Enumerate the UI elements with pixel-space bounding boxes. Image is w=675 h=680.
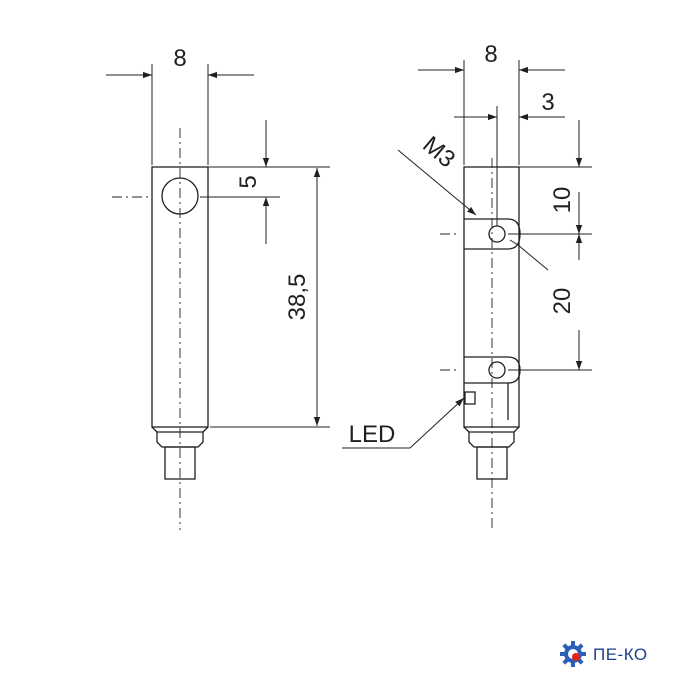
left-length-dimension [210, 166, 330, 428]
logo-text: ПЕ-КО [593, 645, 648, 664]
right-cable-neck [463, 426, 520, 448]
right-mounting-hole-bottom [488, 361, 506, 379]
left-sensor-body [151, 166, 209, 428]
right-sensor-body [463, 166, 520, 428]
right-vertical-dimensions [508, 120, 592, 371]
left-hole-dimension [200, 120, 280, 244]
right-offset-dimension [454, 106, 565, 226]
right-cable [476, 446, 508, 480]
right-view [342, 60, 592, 530]
right-mounting-hole-top [488, 225, 506, 243]
left-length-label: 38,5 [284, 274, 311, 321]
left-mounting-hole [161, 177, 199, 215]
gear-icon [560, 641, 586, 667]
left-width-label: 8 [173, 45, 186, 72]
right-width-dimension [418, 60, 565, 165]
thread-leader [397, 149, 549, 271]
left-cable [164, 446, 196, 480]
right-width-label: 8 [484, 41, 497, 68]
hole-spacing-label: 20 [549, 288, 576, 315]
led-label: LED [349, 421, 396, 448]
company-logo [560, 641, 586, 667]
left-view [106, 64, 330, 530]
led-leader [342, 397, 465, 449]
left-width-dimension [106, 64, 254, 165]
left-centerline [112, 128, 181, 530]
right-centerline [440, 158, 493, 530]
led-window [464, 391, 476, 405]
left-hole-label: 5 [235, 175, 262, 188]
thread-label: M3 [417, 131, 460, 173]
top-offset-label: 10 [549, 187, 576, 214]
right-offset-label: 3 [541, 89, 554, 116]
